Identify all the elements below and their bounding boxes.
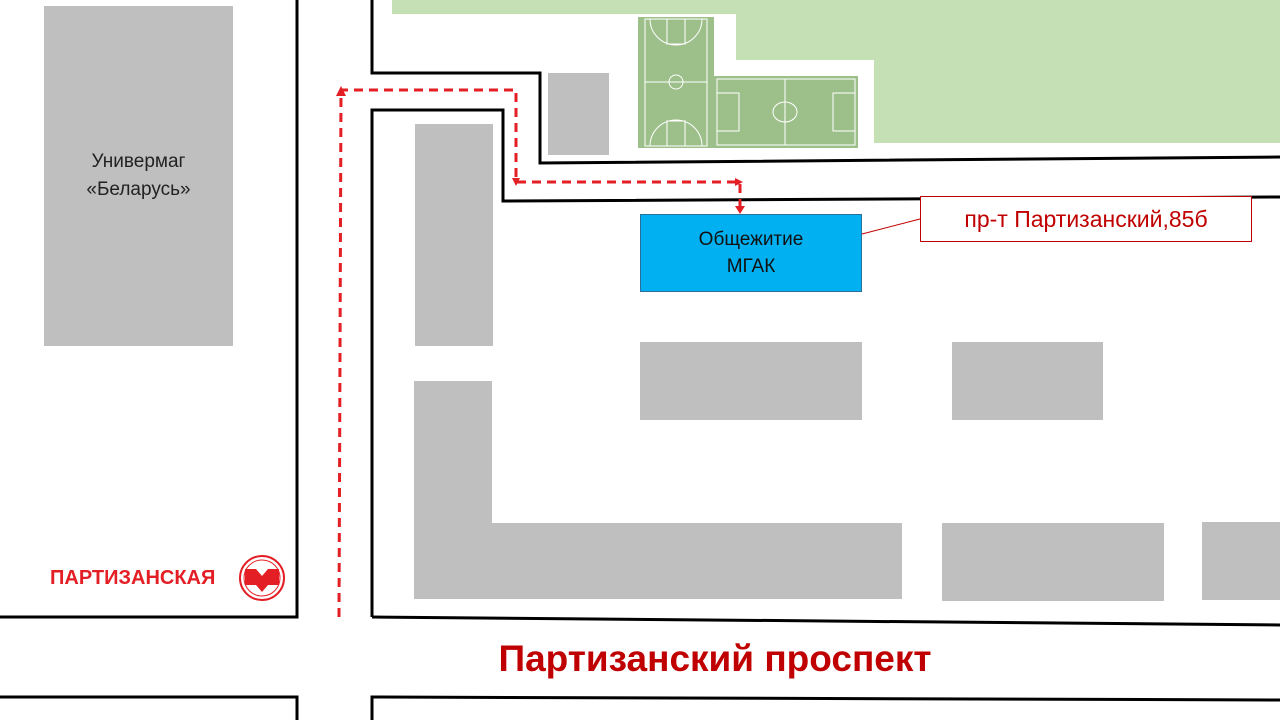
univermag-label: Универмаг «Беларусь» [44, 148, 233, 204]
metro-logo-icon [239, 555, 285, 601]
building [415, 124, 493, 346]
building [640, 342, 862, 420]
building [952, 342, 1103, 420]
football-field [714, 76, 858, 148]
building-univermag [44, 6, 233, 346]
dormitory-building[interactable]: Общежитие МГАК [640, 214, 862, 292]
building [942, 523, 1164, 601]
univermag-line1: Универмаг [91, 151, 186, 172]
building [1202, 522, 1280, 600]
arrow-icon [735, 206, 745, 214]
metro-station-label: ПАРТИЗАНСКАЯ [50, 567, 216, 589]
address-callout: пр-т Партизанский,85б [920, 196, 1252, 242]
univermag-line2: «Беларусь» [86, 179, 191, 200]
building [414, 381, 902, 599]
park-area [392, 0, 1280, 143]
basketball-court [638, 17, 714, 148]
arrow-icon [512, 178, 520, 186]
street-name-label: Партизанский проспект [498, 638, 932, 679]
dormitory-line2: МГАК [726, 256, 776, 277]
dormitory-line1: Общежитие [698, 229, 804, 250]
building [548, 73, 609, 155]
buildings [44, 6, 1280, 601]
arrow-icon [336, 86, 346, 96]
walking-route [336, 86, 745, 618]
arrow-icon [735, 178, 743, 186]
callout-leader [861, 218, 921, 235]
